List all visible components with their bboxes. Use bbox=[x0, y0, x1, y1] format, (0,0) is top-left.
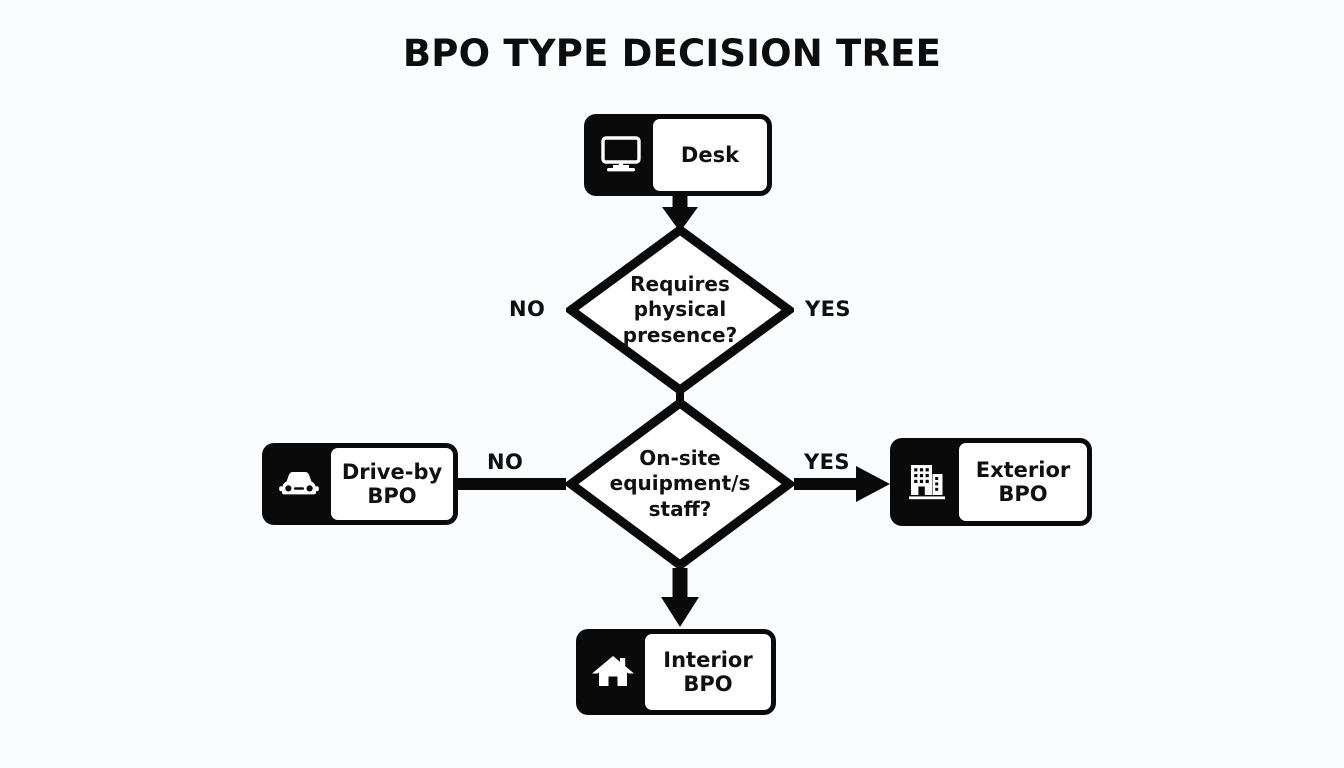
node-label: BPO bbox=[367, 484, 417, 508]
node-icon-pane bbox=[589, 119, 653, 191]
edge-label-presence-yes: YES bbox=[805, 297, 851, 321]
node-label: Interior BPO bbox=[663, 647, 753, 696]
node-label: Exterior BPO bbox=[975, 457, 1071, 506]
node-label-pane: Desk bbox=[653, 119, 767, 191]
edge-onsite-to-exterior bbox=[794, 466, 890, 502]
edge-desk-to-presence bbox=[662, 196, 698, 232]
car-icon bbox=[279, 472, 319, 495]
edge-label-onsite-no: NO bbox=[487, 450, 524, 474]
diamond-shape bbox=[563, 224, 797, 396]
node-drive-by-bpo[interactable]: Drive-by BPO bbox=[262, 443, 458, 525]
page-title: BPO TYPE DECISION TREE bbox=[402, 32, 942, 75]
decision-requires-physical-presence[interactable]: Requires physical presence? bbox=[563, 224, 797, 396]
edge-onsite-to-interior bbox=[661, 568, 699, 627]
node-icon-pane bbox=[267, 448, 331, 520]
node-label-pane: Interior BPO bbox=[645, 634, 771, 710]
node-icon-pane bbox=[895, 443, 959, 521]
node-desk[interactable]: Desk bbox=[584, 114, 772, 196]
desktop-monitor-icon bbox=[601, 136, 641, 172]
node-icon-pane bbox=[581, 634, 645, 710]
node-label: Desk bbox=[680, 142, 740, 167]
node-label-pane: Exterior BPO bbox=[959, 443, 1087, 521]
node-label: Drive-by bbox=[341, 459, 443, 484]
diamond-shape bbox=[563, 397, 797, 571]
decision-onsite-equipment-staff[interactable]: On-site equipment/s staff? bbox=[563, 397, 797, 571]
house-icon bbox=[592, 656, 634, 686]
node-exterior-bpo[interactable]: Exterior BPO bbox=[890, 438, 1092, 526]
office-building-icon bbox=[909, 465, 945, 500]
edge-label-onsite-yes: YES bbox=[804, 450, 850, 474]
node-label-pane: Drive-by BPO bbox=[331, 448, 453, 520]
edge-label-presence-no: NO bbox=[509, 297, 546, 321]
node-interior-bpo[interactable]: Interior BPO bbox=[576, 629, 776, 715]
